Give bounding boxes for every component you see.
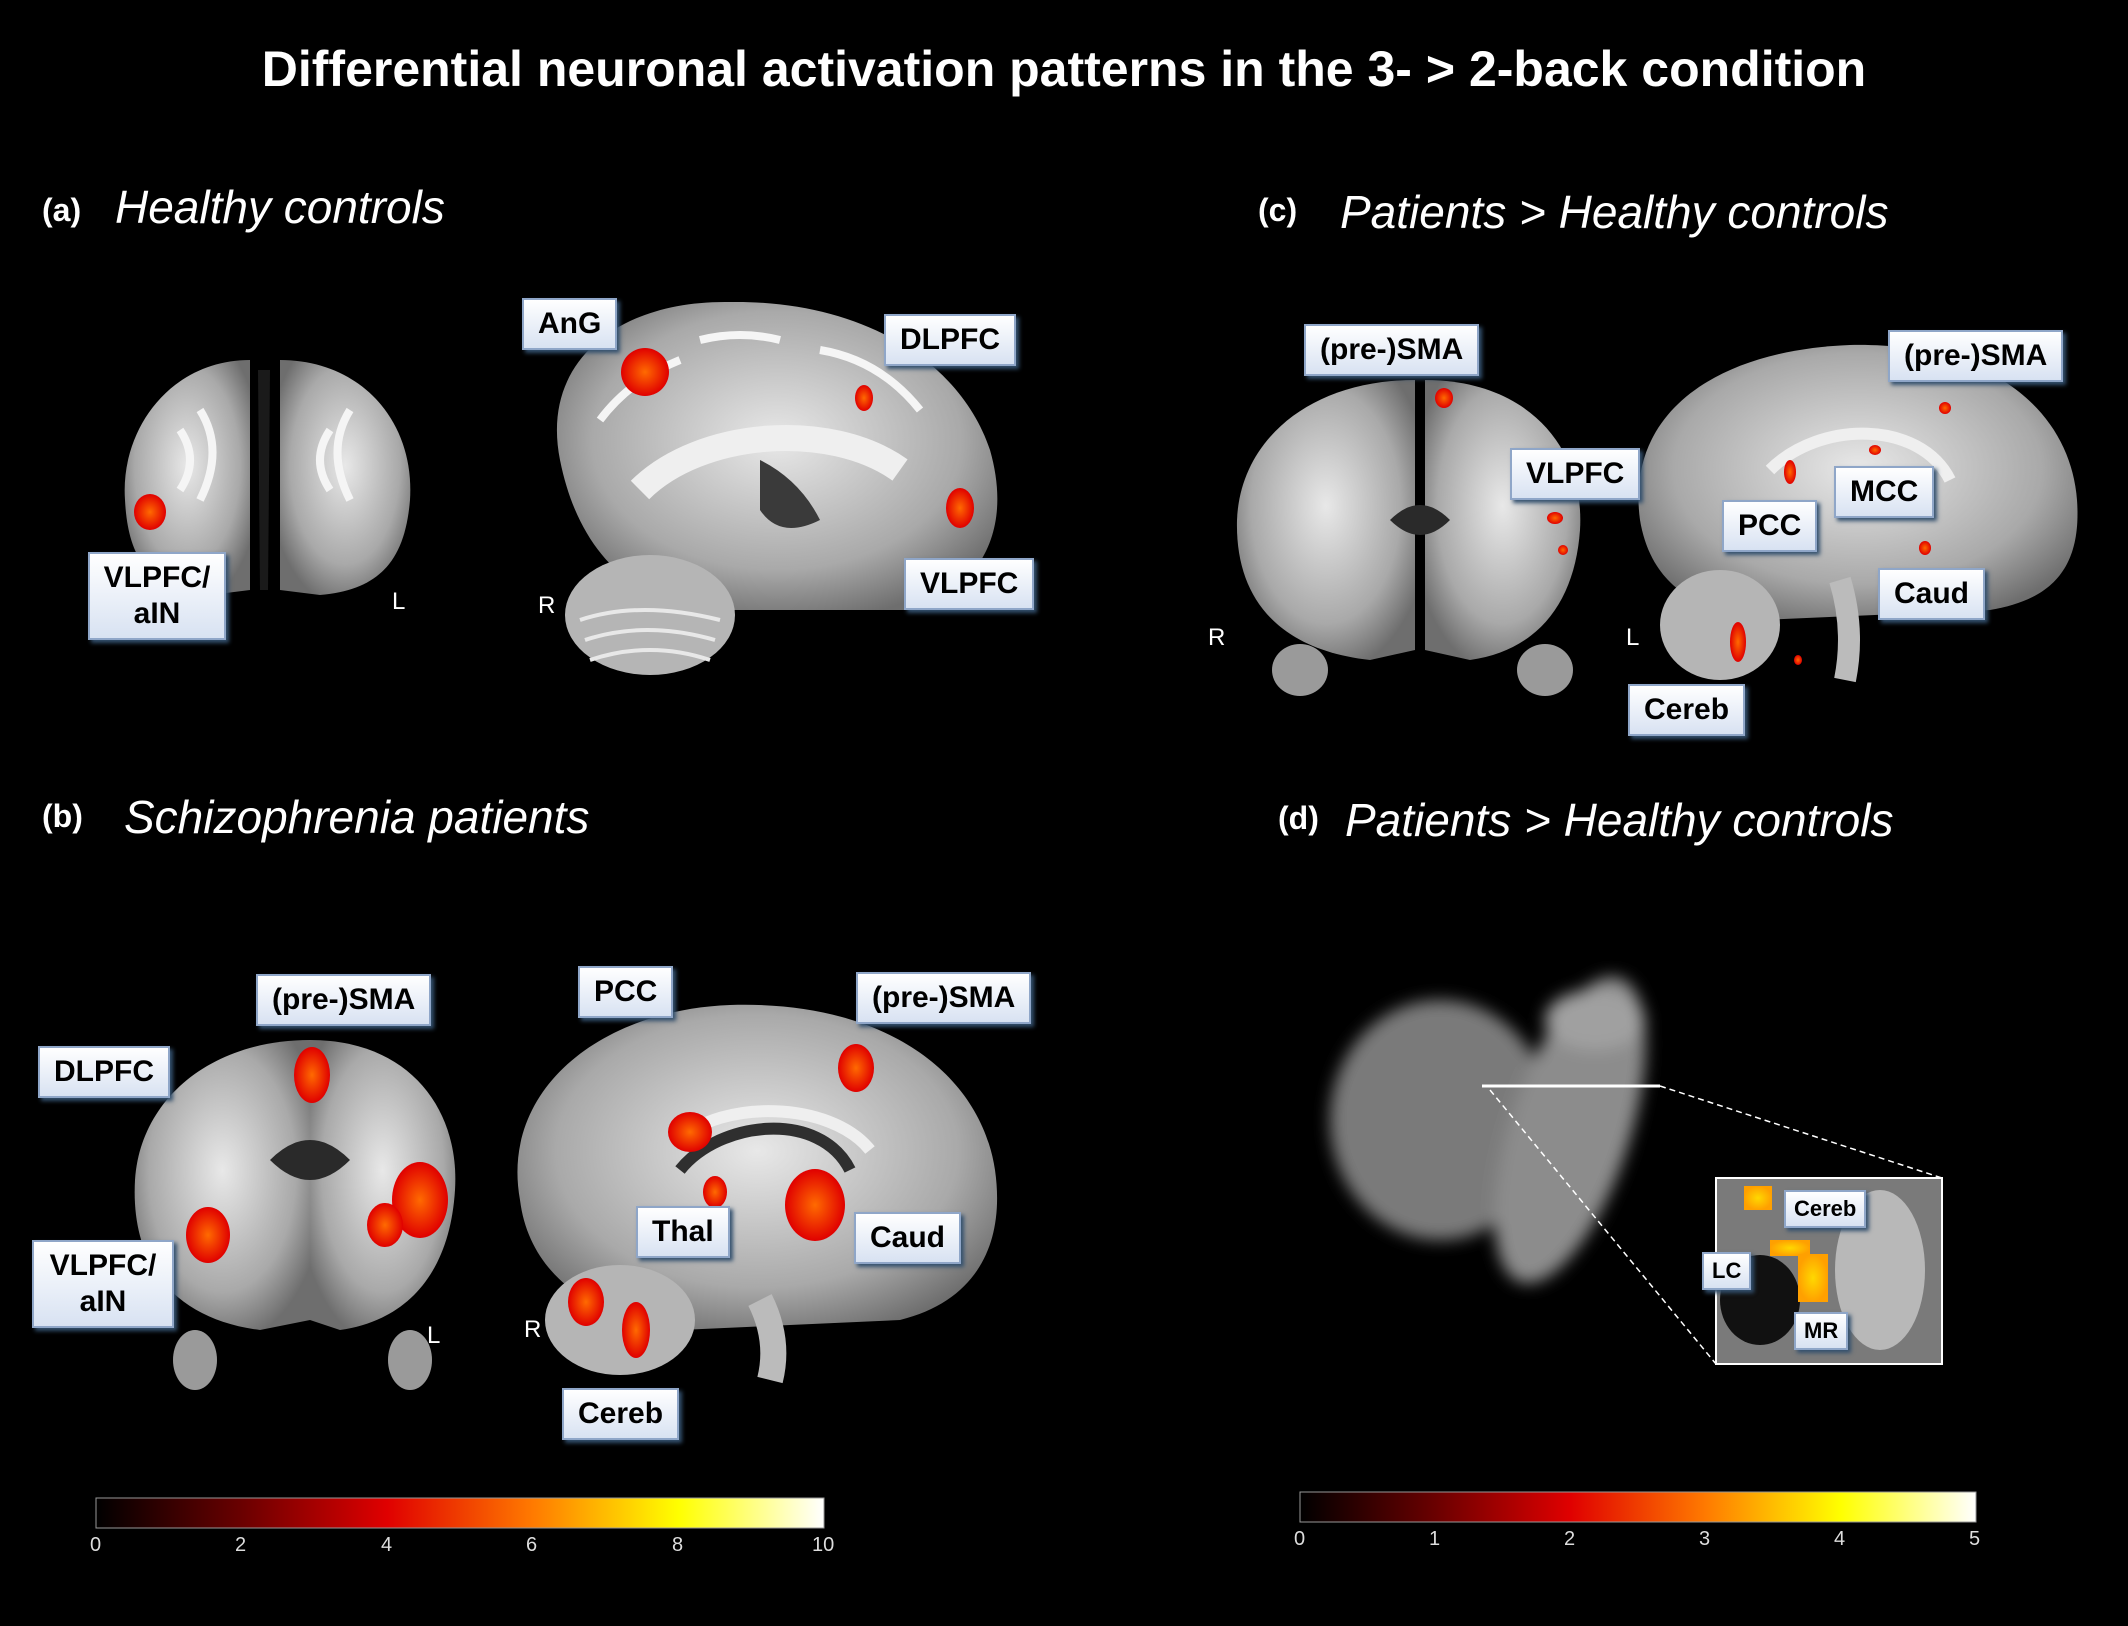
label-d-cereb: Cereb [1784,1190,1867,1228]
orient-a-sagittal: R [538,592,556,619]
label-a-ang: AnG [522,298,618,350]
colorbar-1 [95,1497,825,1529]
cbar1-tick-1: 2 [235,1534,247,1556]
orient-c-coronal: R [1208,624,1226,651]
label-b-pcc: PCC [578,966,674,1018]
label-a-vlpfc: VLPFC [904,558,1035,610]
label-b-presma-sagittal: (pre-)SMA [856,972,1032,1024]
orient-b-sagittal: R [524,1316,542,1343]
label-c-caud: Caud [1878,568,1985,620]
label-d-lc: LC [1702,1252,1752,1290]
label-b-presma-coronal: (pre-)SMA [256,974,432,1026]
label-b-cereb: Cereb [562,1388,680,1440]
cbar2-tick-3: 3 [1699,1528,1711,1550]
cbar1-tick-4: 8 [672,1534,684,1556]
panel-b-sagittal-slice [517,1004,998,1384]
label-b-dlpfc: DLPFC [38,1046,170,1098]
panel-c-title: Patients > Healthy controls [1340,186,1889,238]
cbar1-tick-3: 6 [526,1534,538,1556]
orient-c-sagittal: L [1626,624,1640,651]
panel-a-sagittal-slice [556,301,998,675]
colorbar-2 [1299,1491,1977,1523]
label-c-presma-sagittal: (pre-)SMA [1888,330,2064,382]
orient-a-coronal: L [392,588,406,615]
label-b-vlpfc-ain: VLPFC/ aIN [32,1240,174,1328]
panel-d-brainstem-slice [1330,976,1646,1284]
cbar1-tick-5: 10 [812,1534,835,1556]
panel-a-letter: (a) [42,192,82,228]
label-b-thal: Thal [636,1206,730,1258]
label-c-mcc: MCC [1834,466,1935,518]
cbar1-tick-0: 0 [90,1534,102,1556]
panel-b-title: Schizophrenia patients [124,791,590,843]
panel-a-title: Healthy controls [115,181,445,233]
label-b-caud: Caud [854,1212,961,1264]
label-a-vlpfc-ain: VLPFC/ aIN [88,552,226,640]
label-c-cereb: Cereb [1628,684,1746,736]
panel-d-letter: (d) [1278,800,1319,836]
panel-d-title: Patients > Healthy controls [1345,794,1894,846]
label-a-dlpfc: DLPFC [884,314,1016,366]
cbar2-tick-1: 1 [1429,1528,1441,1550]
cbar2-tick-4: 4 [1834,1528,1846,1550]
panel-c-letter: (c) [1258,192,1298,228]
panel-b-coronal-slice [134,1040,456,1390]
label-c-presma-coronal: (pre-)SMA [1304,324,1480,376]
cbar2-tick-2: 2 [1564,1528,1576,1550]
label-c-pcc: PCC [1722,500,1818,552]
panel-a-coronal-slice [124,360,411,595]
cbar2-tick-0: 0 [1294,1528,1306,1550]
panel-c-coronal-slice [1236,380,1581,696]
panel-b-letter: (b) [42,798,83,834]
cbar2-tick-5: 5 [1969,1528,1981,1550]
orient-b-coronal: L [427,1322,441,1349]
figure-title: Differential neuronal activation pattern… [261,41,1867,97]
label-c-vlpfc: VLPFC [1510,448,1641,500]
cbar1-tick-2: 4 [381,1534,393,1556]
label-d-mr: MR [1794,1312,1849,1350]
